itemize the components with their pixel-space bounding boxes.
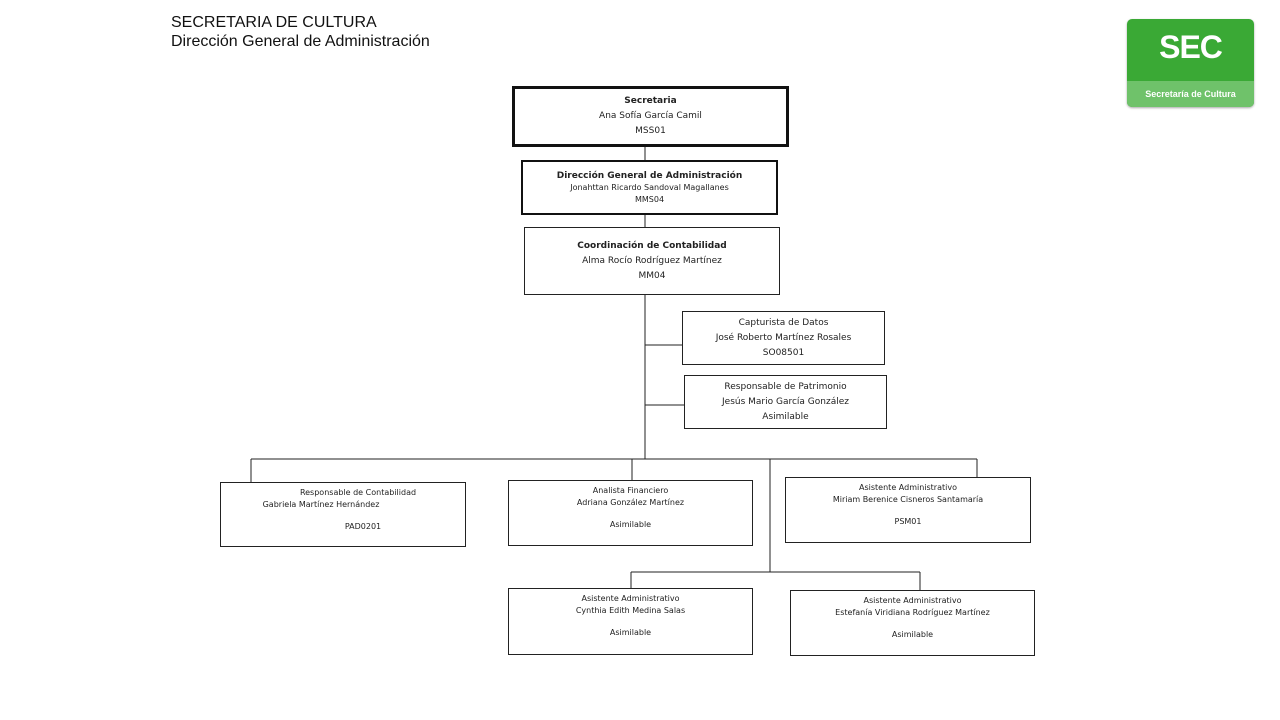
node-person: Ana Sofía García Camil — [599, 111, 702, 121]
node-code: MSS01 — [635, 126, 666, 136]
node-code: SO08501 — [762, 347, 805, 358]
logo-mark: SEC — [1159, 29, 1223, 65]
node-direccion-general: Dirección General de Administración Jona… — [521, 160, 778, 215]
node-person: José Roberto Martínez Rosales — [715, 332, 852, 343]
node-capturista-datos: Capturista de Datos José Roberto Martíne… — [682, 311, 885, 365]
document-header: SECRETARIA DE CULTURA Dirección General … — [171, 13, 430, 51]
node-person: Adriana González Martínez — [576, 498, 685, 507]
node-code: PSM01 — [894, 517, 922, 526]
node-title: Responsable de Patrimonio — [724, 381, 847, 392]
node-title: Asistente Administrativo — [863, 596, 962, 605]
node-title: Secretaria — [624, 96, 677, 106]
node-asistente-administrativo-cynthia: Asistente Administrativo Cynthia Edith M… — [508, 588, 753, 655]
node-person: Jonahttan Ricardo Sandoval Magallanes — [570, 182, 729, 192]
node-title: Coordinación de Contabilidad — [577, 240, 727, 251]
node-person: Gabriela Martínez Hernández — [262, 500, 380, 509]
node-code: Asimilable — [891, 630, 934, 639]
node-code: PAD0201 — [344, 522, 382, 531]
node-title: Asistente Administrativo — [581, 594, 680, 603]
node-code: MMS04 — [634, 194, 665, 204]
node-coordinacion-contabilidad: Coordinación de Contabilidad Alma Rocío … — [524, 227, 780, 295]
node-title: Capturista de Datos — [738, 317, 829, 328]
node-secretaria: Secretaria Ana Sofía García Camil MSS01 — [512, 86, 789, 147]
node-responsable-contabilidad: Responsable de Contabilidad Gabriela Mar… — [220, 482, 466, 547]
logo-subtitle: Secretaría de Cultura — [1127, 81, 1254, 107]
node-code: Asimilable — [609, 520, 652, 529]
header-title: SECRETARIA DE CULTURA — [171, 14, 377, 31]
sec-logo: SEC Secretaría de Cultura — [1127, 19, 1254, 107]
node-title: Asistente Administrativo — [859, 483, 957, 492]
node-person: Alma Rocío Rodríguez Martínez — [582, 255, 722, 266]
node-analista-financiero: Analista Financiero Adriana González Mar… — [508, 480, 753, 546]
node-title: Dirección General de Administración — [556, 170, 743, 181]
node-asistente-administrativo-psm: Asistente Administrativo Miriam Berenice… — [785, 477, 1031, 543]
node-code: Asimilable — [609, 628, 652, 637]
header-subtitle: Dirección General de Administración — [171, 33, 430, 50]
node-code: MM04 — [638, 270, 666, 281]
node-person: Estefanía Viridiana Rodríguez Martínez — [835, 608, 990, 617]
node-person: Jesús Mario García González — [722, 396, 849, 407]
node-person: Cynthia Edith Medina Salas — [575, 606, 686, 615]
node-title: Analista Financiero — [592, 486, 669, 495]
node-title: Responsable de Contabilidad — [299, 488, 417, 497]
node-code: Asimilable — [762, 411, 809, 422]
node-responsable-patrimonio: Responsable de Patrimonio Jesús Mario Ga… — [684, 375, 887, 429]
node-asistente-administrativo-estefania: Asistente Administrativo Estefanía Virid… — [790, 590, 1035, 656]
node-person: Miriam Berenice Cisneros Santamaría — [832, 495, 984, 504]
